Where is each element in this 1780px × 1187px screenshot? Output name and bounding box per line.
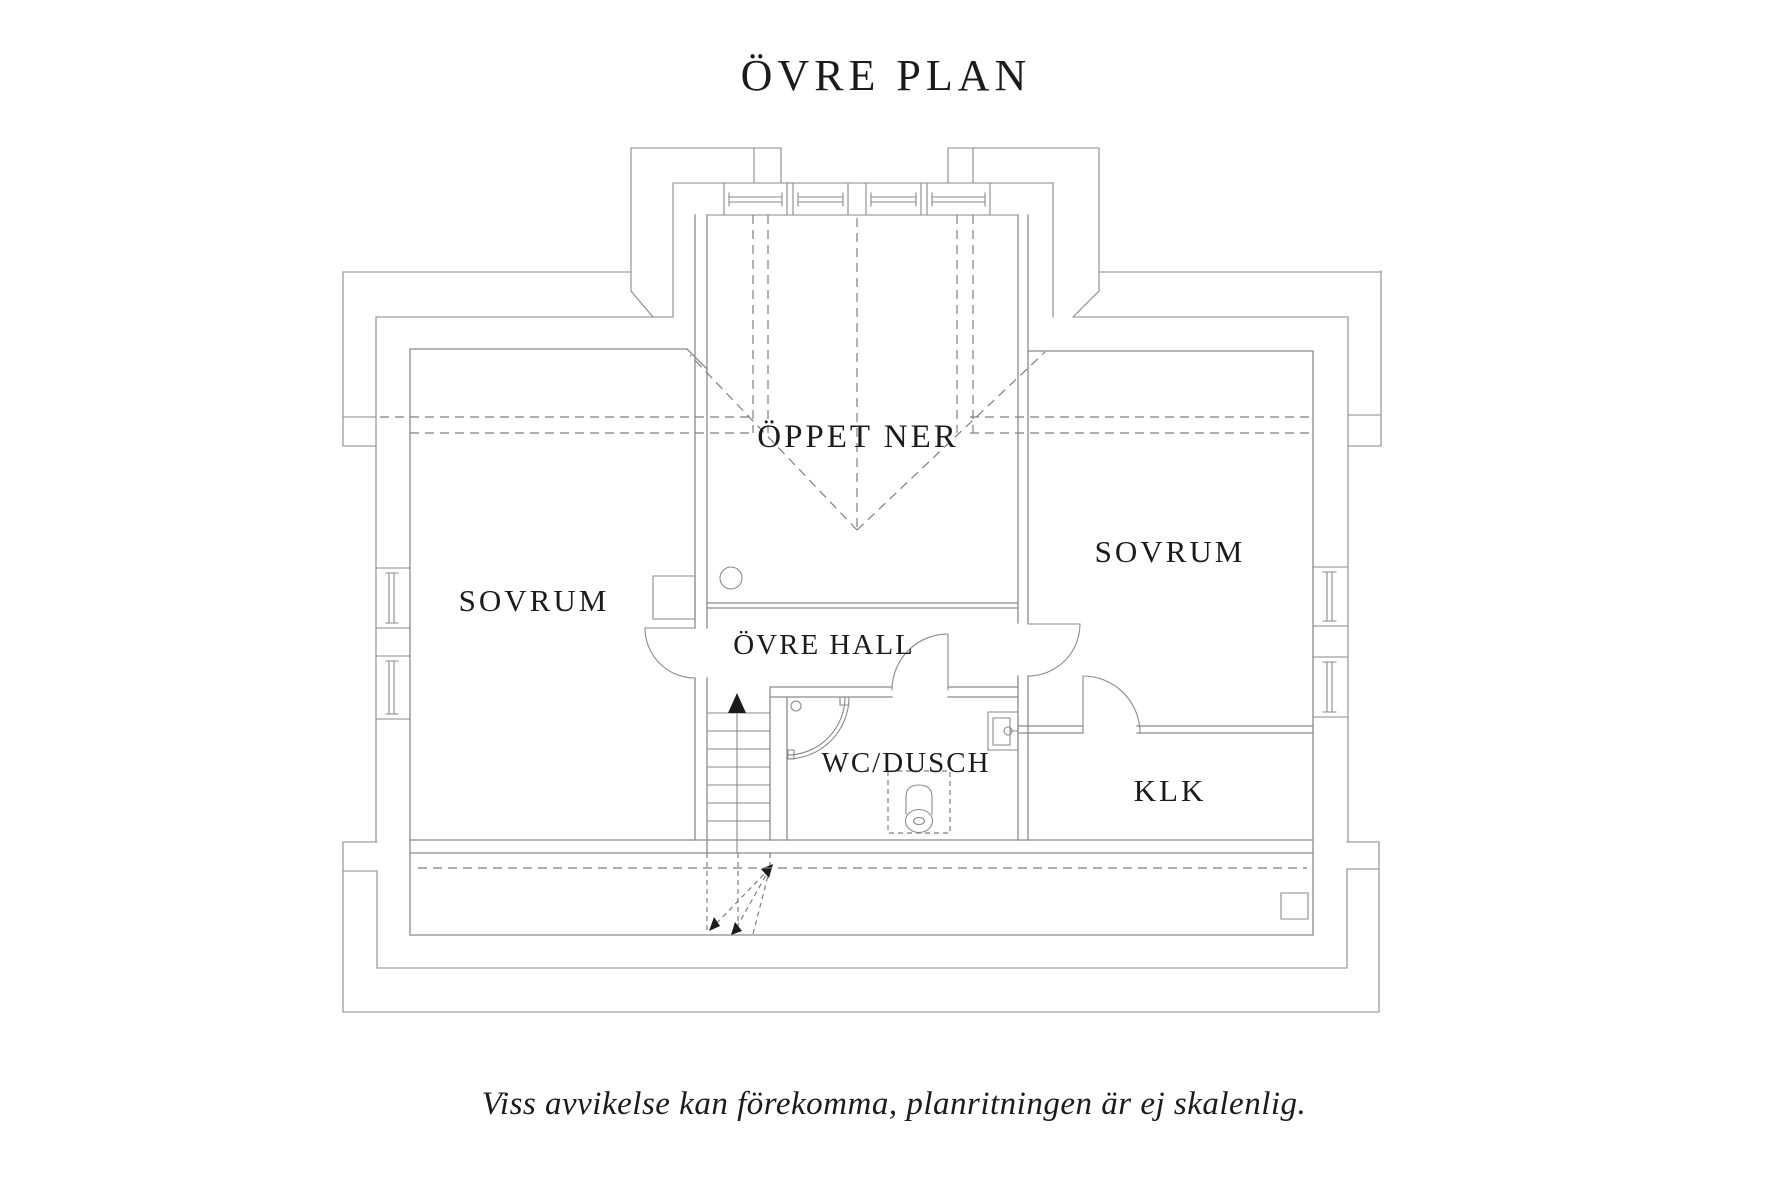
left-wall-windows <box>375 567 411 720</box>
shower-icon <box>786 696 850 760</box>
outer-roof-outline <box>342 270 1382 1013</box>
stairs <box>706 693 771 854</box>
footer-disclaimer: Viss avvikelse kan förekomma, planritnin… <box>482 1086 1307 1122</box>
ceiling-height-dashed-lines <box>380 215 1313 869</box>
exterior-walls <box>409 348 1314 936</box>
roof-hatch-icon <box>1280 892 1309 920</box>
right-wall-windows <box>1312 566 1348 718</box>
room-label-bedroom-right: SOVRUM <box>1095 534 1246 569</box>
door-bedroom-left <box>644 627 696 679</box>
room-label-bathroom: WC/DUSCH <box>821 747 990 779</box>
stairs-up-arrow-icon <box>728 693 746 713</box>
stair-direction-arrow-icon <box>731 922 742 935</box>
door-closet <box>1082 675 1141 734</box>
dormer-outline <box>630 147 1100 318</box>
room-label-open-below: ÖPPET NER <box>757 419 959 455</box>
page-title: ÖVRE PLAN <box>741 51 1032 100</box>
door-bedroom-right <box>1027 623 1081 677</box>
mid-roof-outline <box>375 316 1349 969</box>
stair-direction-arrow-icon <box>709 917 720 931</box>
room-label-closet: KLK <box>1134 773 1207 808</box>
stairs-lower-flight-dashed <box>706 853 773 935</box>
room-label-upper-hall: ÖVRE HALL <box>733 629 915 661</box>
flue-circle-icon <box>719 566 743 590</box>
room-label-bedroom-left: SOVRUM <box>459 583 610 618</box>
dormer-windows <box>723 182 991 216</box>
interior-walls <box>694 214 1314 854</box>
toilet-icon <box>887 770 951 834</box>
sink-icon <box>987 711 1019 751</box>
door-bathroom <box>891 633 949 691</box>
chimney-box-icon <box>652 575 696 620</box>
